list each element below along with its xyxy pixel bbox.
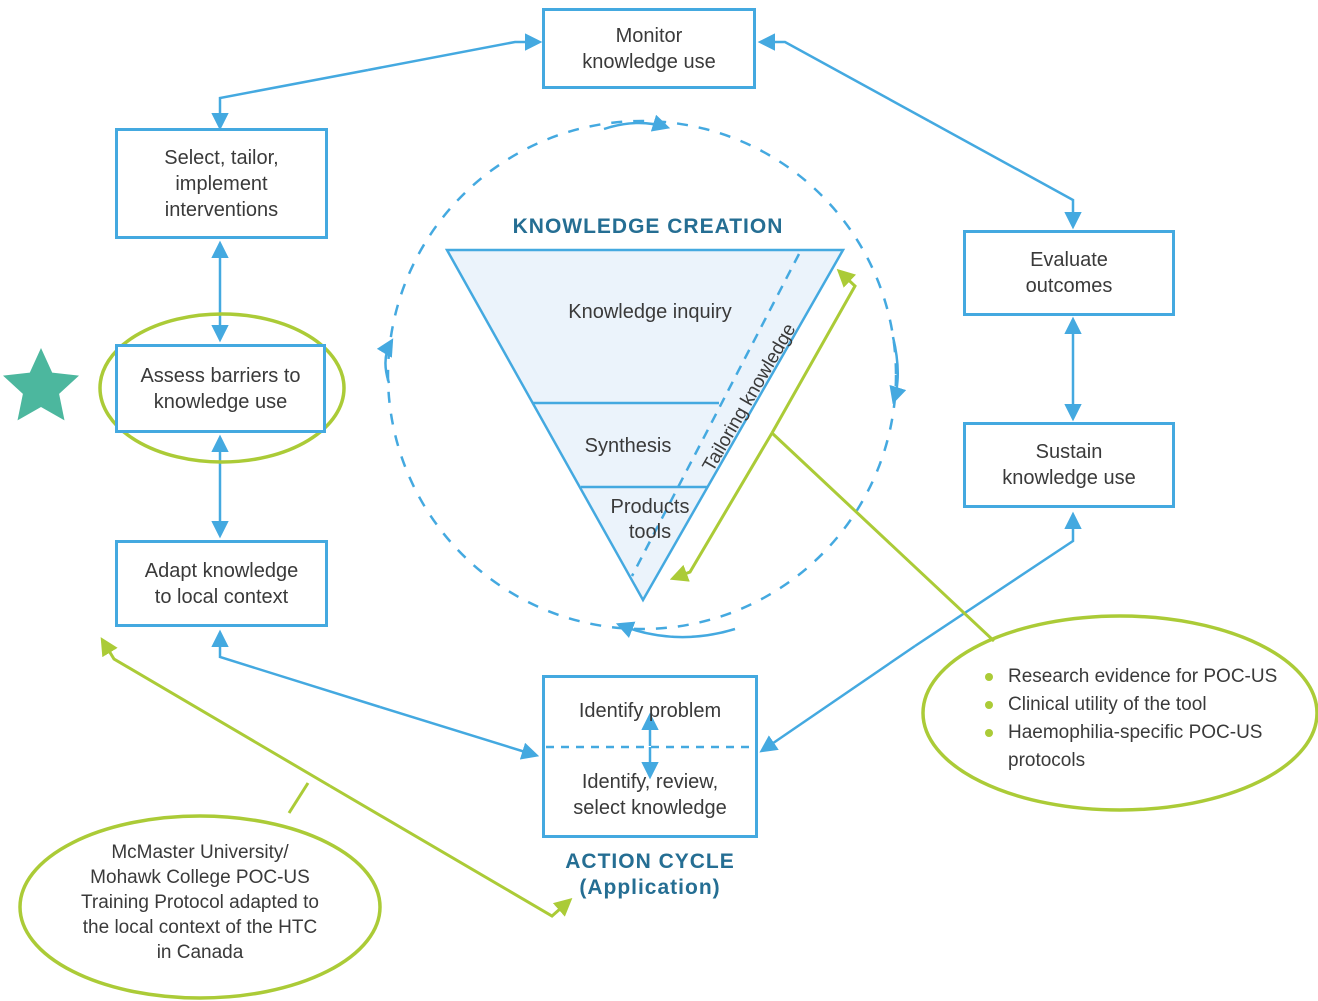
cycle-arrow-right (889, 336, 907, 405)
list-item-text: Haemophilia-specific POC-US protocols (1008, 722, 1263, 771)
funnel-section-products-tools: Products tools (610, 496, 690, 543)
star-icon (3, 348, 79, 421)
bullet-icon (985, 701, 993, 709)
cycle-arrow-bottom (615, 621, 736, 639)
arrow-adapt-to-identify (379, 705, 540, 760)
box-sustain-knowledge-use: Sustain knowledge use (963, 422, 1175, 508)
funnel-section-synthesis: Synthesis (584, 435, 672, 457)
arrow-monitor-to-select (211, 68, 369, 131)
blue-connectors (211, 33, 1082, 760)
list-item-text: Clinical utility of the tool (1008, 694, 1207, 715)
box-assess-barriers: Assess barriers to knowledge use (115, 344, 326, 433)
protocol-arrow-to-action-cycle (329, 784, 573, 918)
cycle-arrow-left (376, 338, 394, 384)
protocol-ellipse-stub (287, 782, 310, 814)
identify-problem-label: Identify problem (578, 700, 722, 722)
cycle-arrow-top (603, 114, 671, 132)
box-identify-problem-knowledge: Identify problem Identify, review, selec… (542, 675, 758, 838)
arrow-identify-to-sustain (914, 511, 1082, 648)
green-connectors (100, 268, 996, 918)
arrow-monitor-to-evaluate (928, 119, 1082, 230)
protocol-arrow-to-adapt (100, 637, 331, 788)
funnel-triangle (444, 248, 846, 603)
list-item-text: Research evidence for POC-US (1008, 666, 1278, 687)
funnel-tailoring-dashed-line (630, 253, 801, 577)
tailoring-arrow-up (770, 268, 857, 434)
bullet-icon (985, 673, 993, 681)
evidence-list-ellipse (921, 614, 1318, 812)
protocol-note-ellipse (18, 814, 382, 1000)
identify-knowledge-label: Identify, review, select knowledge (573, 770, 727, 819)
arrow-select-to-monitor (367, 33, 543, 72)
arrow-evaluate-to-monitor (757, 33, 930, 123)
funnel-section-knowledge-inquiry: Knowledge inquiry (568, 301, 732, 323)
identify-box-inner-artwork (546, 712, 754, 780)
box-monitor-knowledge-use: Monitor knowledge use (542, 8, 756, 89)
action-cycle-title: ACTION CYCLE (565, 850, 735, 873)
tailoring-arrow-down (669, 432, 774, 582)
knowledge-creation-title: KNOWLEDGE CREATION (512, 215, 784, 238)
box-adapt-knowledge: Adapt knowledge to local context (115, 540, 328, 627)
list-item: Haemophilia-specific POC-US protocols (985, 719, 1301, 775)
evidence-list: Research evidence for POC-US Clinical ut… (985, 663, 1301, 775)
list-item: Research evidence for POC-US (985, 663, 1301, 691)
arrow-identify-to-adapt (211, 629, 381, 709)
cycle-direction-arrows (376, 114, 907, 639)
list-item: Clinical utility of the tool (985, 691, 1301, 719)
bullet-icon (985, 729, 993, 737)
evidence-to-tailoring-line (770, 431, 996, 643)
assess-highlight-ellipse (98, 312, 346, 464)
box-evaluate-outcomes: Evaluate outcomes (963, 230, 1175, 316)
arrow-sustain-to-identify (759, 644, 916, 753)
box-select-tailor-implement: Select, tailor, implement interventions (115, 128, 328, 239)
knowledge-creation-funnel (444, 248, 846, 603)
action-cycle-subtitle: (Application) (579, 876, 721, 899)
protocol-note-text: McMaster University/ Mohawk College POC-… (80, 842, 319, 963)
